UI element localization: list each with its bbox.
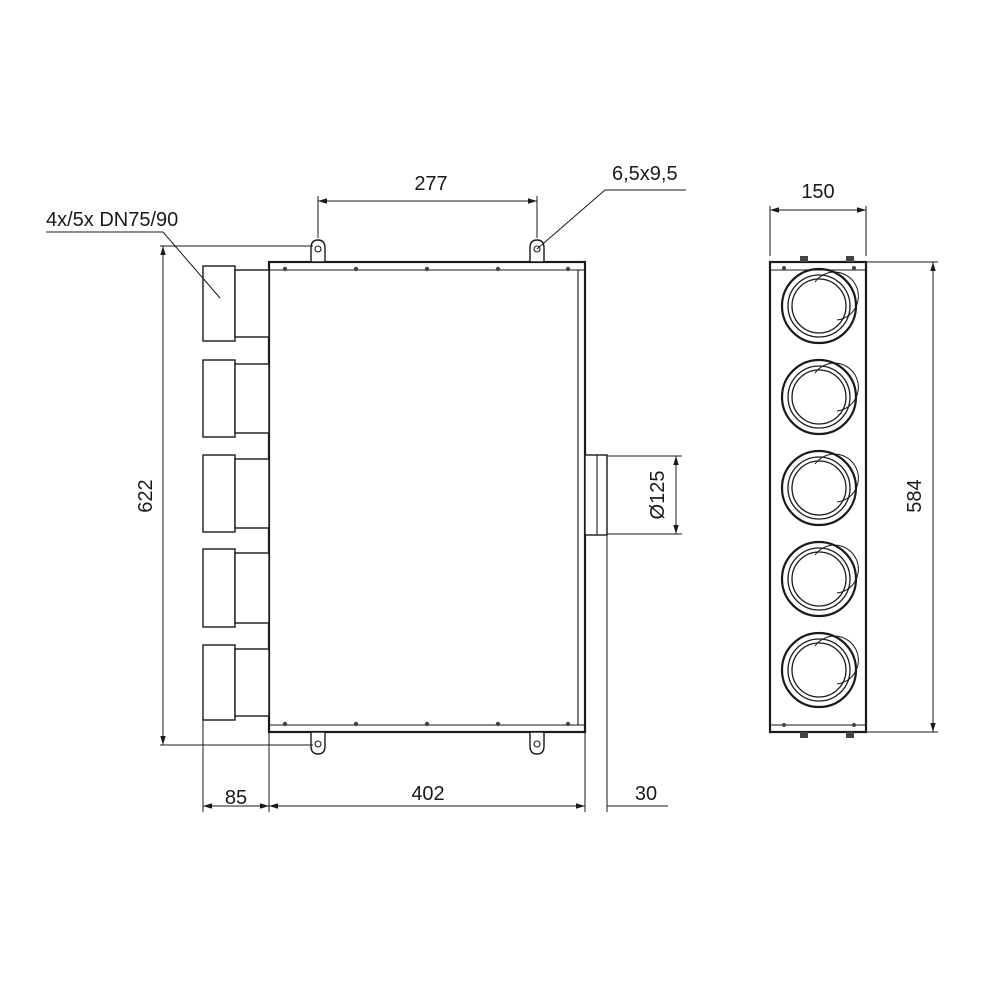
mounting-bracket-bottom-right xyxy=(529,731,545,755)
dim-label-outlet-depth: 30 xyxy=(635,783,657,805)
port-ring xyxy=(780,540,859,618)
leader-spigots xyxy=(46,231,221,299)
mounting-bracket-top-right xyxy=(529,239,545,263)
spigots-spec-label: 4x/5x DN75/90 xyxy=(46,209,178,231)
bolt-head xyxy=(846,732,854,738)
port-ring xyxy=(780,267,859,345)
dim-label-diameter: Ø125 xyxy=(647,471,669,520)
rivet xyxy=(782,266,786,270)
rivet xyxy=(353,721,359,727)
port-ring xyxy=(780,631,859,709)
dim-label-body-width: 402 xyxy=(411,783,444,805)
slot-size-label: 6,5x9,5 xyxy=(612,163,678,185)
bottom-rivets xyxy=(282,721,571,727)
spigot-1 xyxy=(202,265,270,342)
rivet xyxy=(282,721,288,727)
rivet xyxy=(424,721,430,727)
rivet xyxy=(282,266,288,272)
port-ring xyxy=(780,449,859,527)
spigot-2 xyxy=(202,359,270,438)
rivet xyxy=(565,266,571,272)
mounting-bracket-bottom-left xyxy=(310,731,326,755)
dim-label-spigot-depth: 85 xyxy=(225,787,247,809)
spigot-5 xyxy=(202,644,270,721)
plenum-box-body xyxy=(267,260,587,734)
port-rings xyxy=(780,267,859,709)
spigot-4 xyxy=(202,548,270,628)
leader-slot-size xyxy=(536,189,686,250)
rivet xyxy=(424,266,430,272)
rivet xyxy=(353,266,359,272)
dim-label-height-front: 584 xyxy=(904,479,926,512)
mounting-bracket-top-left xyxy=(310,239,326,263)
spigot-3 xyxy=(202,454,270,533)
top-rivets xyxy=(282,266,571,272)
rivet xyxy=(495,721,501,727)
bolt-head xyxy=(800,732,808,738)
dimensions: 277 6,5x9,5 4x/5x DN75/90 622 150 Ø125 5… xyxy=(46,163,938,812)
rivet xyxy=(782,723,786,727)
rivet xyxy=(495,266,501,272)
rivet xyxy=(565,721,571,727)
side-view xyxy=(202,239,608,755)
bolt-head xyxy=(800,256,808,262)
dim-label-front-width: 150 xyxy=(801,181,834,203)
bolt-head xyxy=(846,256,854,262)
dim-label-slot-spacing: 277 xyxy=(414,173,447,195)
rivet xyxy=(852,266,856,270)
dim-label-height-total: 622 xyxy=(135,479,157,512)
front-view xyxy=(768,256,868,738)
port-ring xyxy=(780,358,859,436)
rivet xyxy=(852,723,856,727)
outlet-collar xyxy=(584,454,608,536)
